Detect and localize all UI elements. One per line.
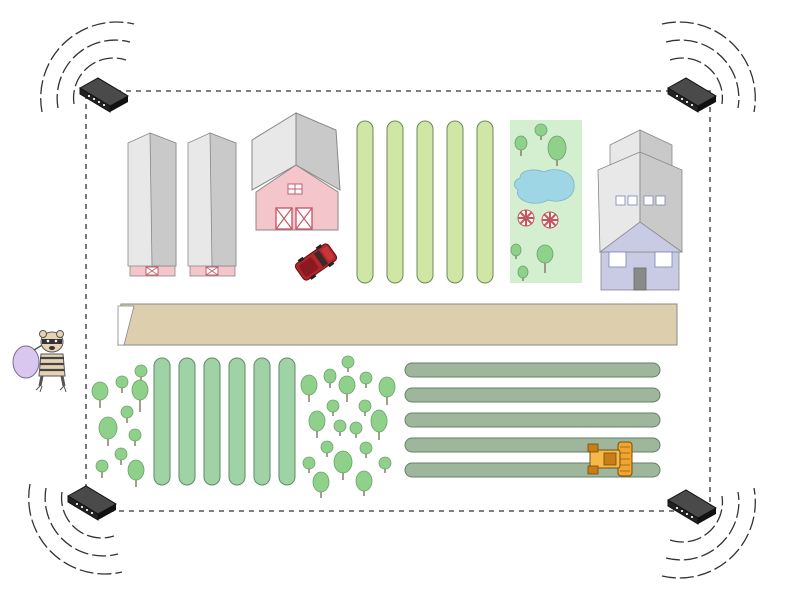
tree-icon <box>91 381 109 408</box>
sensor-bottom-right <box>661 487 756 579</box>
tree-icon <box>510 243 522 259</box>
upper-crop-field <box>356 120 494 284</box>
signal-waves <box>28 483 123 575</box>
crop-row <box>386 120 404 284</box>
tree-icon <box>359 371 373 388</box>
lower-crop-field <box>153 357 296 486</box>
tree-icon <box>115 375 129 393</box>
crop-row <box>153 357 171 486</box>
tree-icon <box>349 421 363 438</box>
crop-row <box>404 387 661 403</box>
tree-icon <box>134 364 148 381</box>
sensor-top-left <box>40 21 135 113</box>
barn <box>251 112 341 231</box>
crop-row <box>253 357 271 486</box>
crop-row <box>416 120 434 284</box>
crop-row <box>278 357 296 486</box>
tree-icon <box>378 376 396 405</box>
signal-waves <box>40 21 135 113</box>
farm-road-edge <box>117 305 135 346</box>
shed-left <box>127 132 177 277</box>
tree-icon <box>358 399 372 416</box>
router-sensor-icon <box>79 77 129 113</box>
lower-right-field <box>404 362 661 478</box>
parasol-icon <box>541 211 559 229</box>
tree-icon <box>98 416 118 446</box>
tree-icon <box>514 135 528 156</box>
router-sensor-icon <box>667 489 717 525</box>
tree-icon <box>131 379 149 412</box>
park <box>510 120 582 283</box>
center-orchard <box>300 355 396 498</box>
tree-icon <box>323 368 337 388</box>
crop-row <box>203 357 221 486</box>
sensor-bottom-left <box>28 483 123 575</box>
tree-icon <box>114 447 128 465</box>
tree-icon <box>378 456 392 473</box>
tree-icon <box>517 265 529 281</box>
crop-row <box>404 362 661 378</box>
tree-icon <box>312 471 330 498</box>
tree-icon <box>534 123 548 140</box>
tree-icon <box>333 450 353 480</box>
tree-icon <box>338 375 356 402</box>
tree-icon <box>536 244 554 273</box>
tree-icon <box>341 355 355 372</box>
router-sensor-icon <box>667 77 717 113</box>
tree-icon <box>355 470 373 496</box>
signal-waves <box>661 21 756 113</box>
tree-icon <box>308 410 326 438</box>
farm-road <box>117 303 678 346</box>
shed-right <box>187 132 237 277</box>
shed-icon <box>145 266 159 276</box>
thief-bear-icon <box>12 330 67 393</box>
tree-icon <box>359 441 373 458</box>
tractor-icon <box>587 441 633 477</box>
pickup-truck-icon <box>294 243 338 281</box>
tree-icon <box>370 409 388 440</box>
sensor-top-right <box>661 21 756 113</box>
park-trees <box>510 123 567 281</box>
loot-bag <box>12 345 40 379</box>
tree-icon <box>120 405 134 423</box>
perimeter-fence <box>85 90 711 512</box>
tree-icon <box>302 456 316 473</box>
signal-waves <box>661 487 756 579</box>
tree-icon <box>320 440 334 457</box>
crop-row <box>404 412 661 428</box>
barn-icon <box>275 183 313 230</box>
pond-icon <box>514 169 575 204</box>
tree-icon <box>300 374 318 402</box>
crop-row <box>178 357 196 486</box>
tree-icon <box>326 399 340 416</box>
crop-row <box>476 120 494 284</box>
router-sensor-icon <box>67 485 117 521</box>
parasol-icon <box>517 209 535 227</box>
crop-row <box>228 357 246 486</box>
tree-icon <box>128 428 142 446</box>
shed-icon <box>205 266 219 276</box>
tree-icon <box>333 419 347 436</box>
farmhouse-icon <box>597 129 684 291</box>
crop-row <box>356 120 374 284</box>
left-orchard <box>91 364 149 487</box>
tree-icon <box>547 135 567 166</box>
tree-icon <box>95 459 109 478</box>
tree-icon <box>127 459 145 487</box>
crop-row <box>446 120 464 284</box>
